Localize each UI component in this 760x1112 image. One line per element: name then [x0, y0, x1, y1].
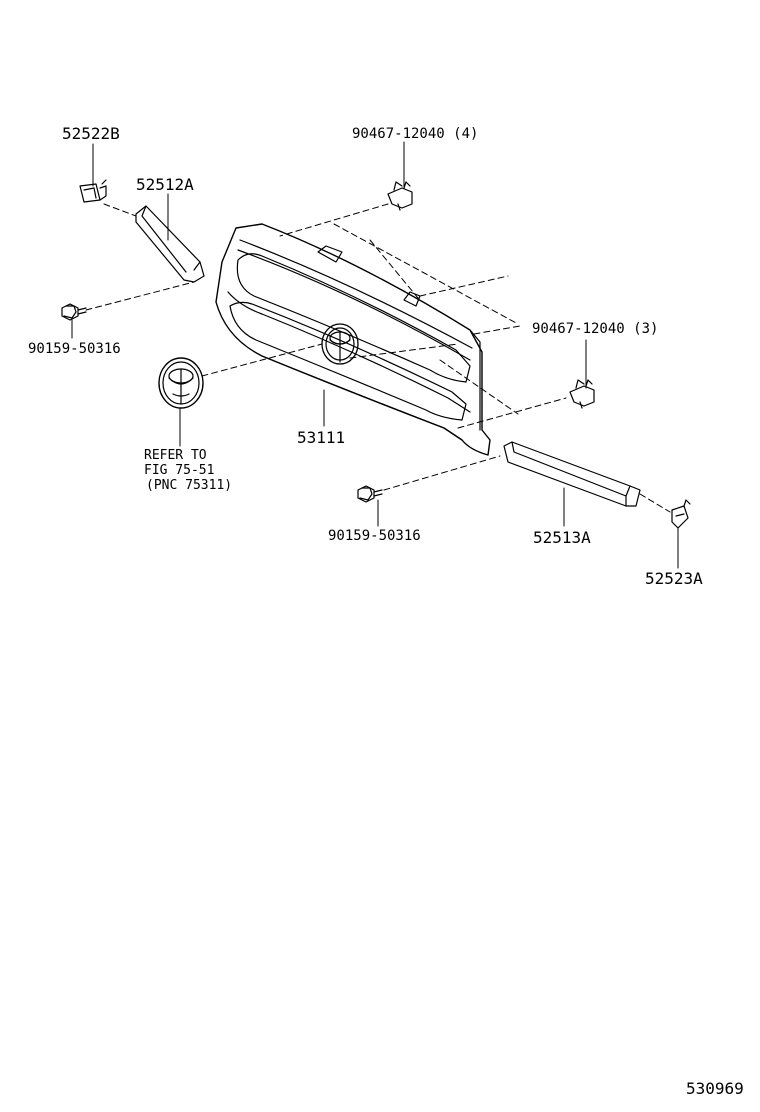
label-90467-12040-4: 90467-12040 (4)	[352, 126, 479, 142]
clip-52522b	[79, 179, 107, 203]
label-53111: 53111	[297, 428, 346, 447]
label-52512a: 52512A	[136, 175, 194, 194]
radiator-grille-53111	[215, 223, 491, 456]
label-refer-line3: (PNC 75311)	[146, 478, 233, 493]
label-52523a: 52523A	[645, 569, 703, 588]
label-52522b: 52522B	[62, 124, 120, 143]
screw-90159-right	[357, 485, 383, 503]
label-90159-50316-right: 90159-50316	[328, 528, 421, 544]
leader-lines	[71, 141, 679, 569]
label-refer-line1: REFER TO	[144, 448, 207, 463]
label-refer-line2: FIG 75-51	[144, 463, 215, 478]
label-52513a: 52513A	[533, 528, 591, 547]
clip-52523a	[671, 499, 691, 529]
moulding-52513a	[503, 441, 641, 507]
assembly-lines	[85, 203, 671, 513]
label-90159-50316-left: 90159-50316	[28, 341, 121, 357]
clip-90467-lower	[569, 379, 595, 409]
emblem-part	[158, 357, 204, 409]
label-90467-12040-3: 90467-12040 (3)	[532, 321, 659, 337]
figure-number: 530969	[686, 1079, 744, 1098]
moulding-52512a	[135, 205, 205, 283]
clip-90467-upper	[387, 181, 413, 211]
screw-90159-left	[61, 303, 87, 321]
